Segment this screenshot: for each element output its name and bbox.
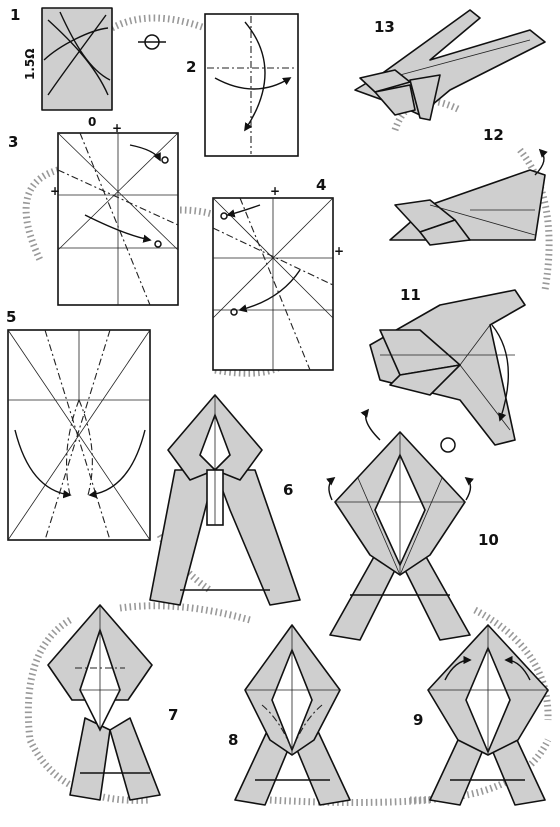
- step-label: 10: [478, 531, 499, 549]
- step-label: 4: [316, 176, 326, 194]
- step-label: 7: [168, 706, 178, 724]
- svg-text:+: +: [112, 121, 122, 135]
- svg-text:+: +: [270, 184, 280, 198]
- step-10: 10: [329, 410, 499, 640]
- step-6: 6: [150, 395, 300, 605]
- step-7: 7: [48, 605, 178, 800]
- step-2: 2: [186, 14, 298, 156]
- step-label: 11: [400, 286, 421, 304]
- step-11: 11: [370, 286, 525, 445]
- step-label: 2: [186, 58, 196, 76]
- step-8: 8: [228, 625, 350, 805]
- step-label: 9: [413, 711, 423, 729]
- step-label: 12: [483, 126, 504, 144]
- step-12: 12: [390, 126, 545, 245]
- step-13: 13: [355, 10, 545, 120]
- zero-annotation: 0: [88, 115, 96, 129]
- step-1: 1 1.5Ω: [10, 6, 112, 110]
- step-label: 6: [283, 481, 293, 499]
- step-5: 5: [6, 308, 150, 540]
- ratio-annotation: 1.5Ω: [23, 49, 37, 80]
- svg-text:+: +: [50, 184, 60, 198]
- step-label: 1: [10, 6, 20, 24]
- step-label: 13: [374, 18, 395, 36]
- step-3: 3 0 + +: [8, 115, 178, 305]
- step-4: 4 + +: [213, 176, 344, 370]
- step-label: 8: [228, 731, 238, 749]
- step-label: 3: [8, 133, 18, 151]
- svg-text:+: +: [334, 244, 344, 258]
- step-label: 5: [6, 308, 16, 326]
